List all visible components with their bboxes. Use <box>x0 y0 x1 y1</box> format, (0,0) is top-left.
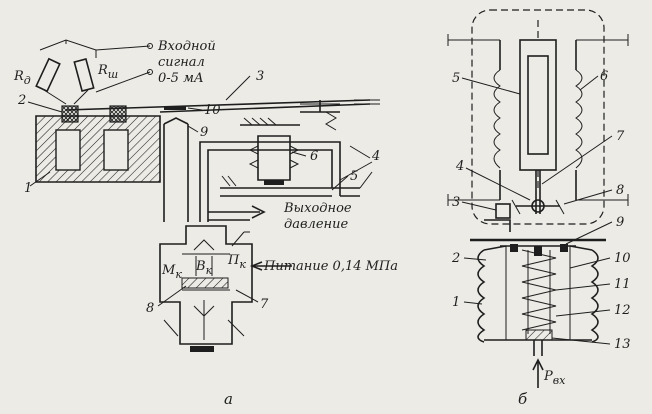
actuator-schematic-b <box>447 9 629 388</box>
input-signal-line3: 0-5 мА <box>158 71 204 86</box>
magnet-slot-right <box>103 129 129 171</box>
num-7: 7 <box>260 297 269 312</box>
num-2: 2 <box>17 93 26 108</box>
num-9: 9 <box>200 125 208 140</box>
output-pressure-line2: давление <box>284 217 348 232</box>
rnum-11: 11 <box>614 277 631 292</box>
magnet-core <box>35 115 161 183</box>
num-4: 4 <box>371 149 380 164</box>
right-labels: 1 2 3 4 5 6 7 8 9 10 11 12 13 Pвх б <box>451 69 631 408</box>
rnum-3: 3 <box>452 195 460 210</box>
num-6: 6 <box>310 149 318 164</box>
input-signal-line1: Входной <box>157 39 216 54</box>
num-1: 1 <box>24 181 32 196</box>
label-pin: Pвх <box>543 369 566 387</box>
label-pk: Пк <box>227 253 246 271</box>
left-labels: Входной сигнал 0-5 мА Rд Rш Выходное дав… <box>13 39 398 408</box>
resistor-rsh <box>73 57 95 93</box>
label-vk: Вк <box>195 259 213 277</box>
rnum-1: 1 <box>452 295 460 310</box>
num-5: 5 <box>350 169 358 184</box>
rnum-5: 5 <box>452 71 460 86</box>
input-signal-line2: сигнал <box>158 55 205 70</box>
num-10: 10 <box>204 103 221 118</box>
caption-a: а <box>224 390 233 408</box>
dashed-housing <box>471 9 605 225</box>
label-rsh: Rш <box>97 63 118 81</box>
label-rd: Rд <box>13 69 31 87</box>
rnum-7: 7 <box>616 129 625 144</box>
rnum-6: 6 <box>600 69 608 84</box>
rnum-4: 4 <box>455 159 464 174</box>
supply-label: Питание 0,14 МПа <box>263 259 398 274</box>
rnum-13: 13 <box>614 337 631 352</box>
num-8: 8 <box>146 301 154 316</box>
rnum-12: 12 <box>614 303 631 318</box>
rnum-2: 2 <box>451 251 460 266</box>
rnum-8: 8 <box>616 183 624 198</box>
resistor-rd <box>35 57 61 93</box>
rnum-10: 10 <box>614 251 631 266</box>
label-mk: Мк <box>161 263 182 281</box>
caption-b: б <box>518 390 528 408</box>
converter-schematic-a <box>35 39 380 352</box>
coil-right <box>109 105 127 123</box>
coil <box>61 105 79 123</box>
output-pressure-line1: Выходное <box>283 201 352 216</box>
rnum-9: 9 <box>616 215 624 230</box>
num-3: 3 <box>256 69 264 84</box>
magnet-slot-left <box>55 129 81 171</box>
